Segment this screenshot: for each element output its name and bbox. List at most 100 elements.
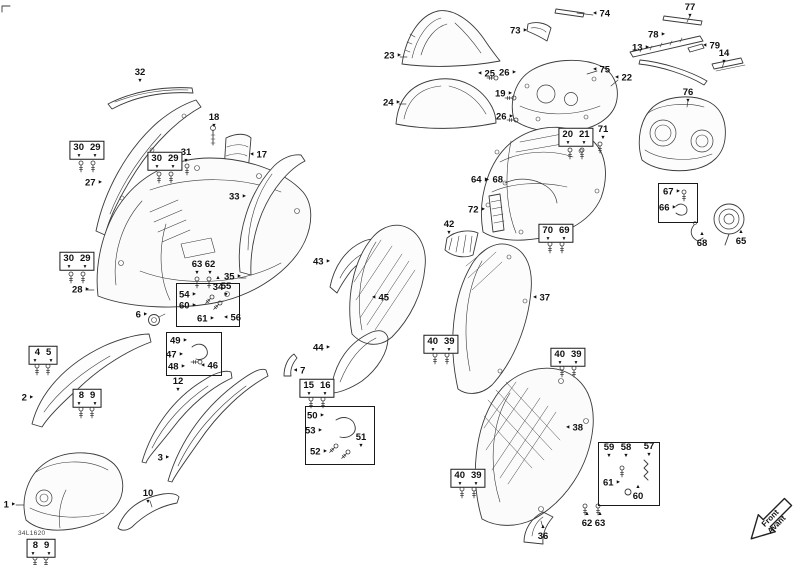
callout-arrow-right-icon: ► [395, 99, 402, 106]
callout-arrow-down-icon: ▼ [92, 152, 98, 159]
part-headlight-housing [639, 97, 725, 171]
callout-arrow-down-icon: ▼ [154, 163, 160, 170]
callout-number: 24 [382, 97, 394, 109]
callout-arrow-down-icon: ▼ [66, 263, 72, 270]
callout-arrow-right-icon: ► [671, 204, 678, 211]
callout-38: ◄38 [565, 423, 583, 433]
callout-arrow-up-icon: ▲ [584, 511, 590, 517]
callout-arrow-right-icon: ► [396, 52, 403, 59]
callout-arrow-down-icon: ▼ [358, 442, 364, 449]
callout-number: 52 [309, 446, 321, 458]
part-spring-65 [714, 204, 744, 245]
callout-arrow-left-icon: ◄ [248, 151, 255, 158]
callout-number: 54 [178, 289, 190, 301]
callout-number: 6 [135, 309, 141, 321]
callout-arrow-down-icon: ▼ [457, 480, 463, 487]
hardware-group-box [305, 406, 375, 465]
part-trim-77 [663, 16, 702, 25]
callout-number: 35 [223, 271, 235, 283]
callout-1: 1► [4, 500, 17, 510]
callout-47: 47► [166, 350, 184, 360]
callout-number: 40 [454, 469, 465, 481]
callout-26: 26► [499, 68, 517, 78]
callout-31: 31▼ [181, 148, 192, 164]
part-grille-42 [445, 231, 478, 257]
part-blade-3 [168, 369, 268, 482]
callout-number: 10 [142, 488, 154, 499]
callout-number: 44 [312, 342, 324, 354]
callout-number: 30 [151, 152, 162, 164]
callout-arrow-down-icon: ▼ [322, 390, 328, 397]
callout-arrow-down-icon: ▼ [30, 550, 36, 557]
callout-arrow-right-icon: ► [522, 27, 529, 34]
callout-number: 57 [643, 441, 655, 452]
callout-arrow-right-icon: ► [507, 90, 514, 97]
callout-arrow-down-icon: ▼ [473, 480, 479, 487]
callout-71: 71▼ [598, 125, 609, 141]
diagram-code: 34L1620 [18, 530, 46, 537]
callout-arrow-left-icon: ◄ [591, 10, 598, 17]
callout-50: 50► [307, 411, 325, 421]
callout-number: 46 [207, 360, 219, 372]
callout-arrow-down-icon: ▼ [183, 157, 189, 164]
callout-32: 32▼ [135, 68, 146, 84]
callout-number: 32 [134, 67, 146, 78]
part-trim-78-13 [630, 36, 707, 85]
callout-number: 30 [73, 141, 84, 153]
callout-number: 27 [84, 177, 96, 189]
callout-79: ◄79 [702, 41, 720, 51]
callout-arrow-down-icon: ▼ [194, 269, 200, 276]
part-trim-79 [688, 44, 704, 52]
callout-52: 52► [310, 447, 328, 457]
callout-arrow-down-icon: ▼ [76, 152, 82, 159]
callout-6: 6► [136, 310, 149, 320]
callout-arrow-right-icon: ► [209, 315, 216, 322]
callout-number: 26 [498, 67, 510, 79]
callout-arrow-right-icon: ► [511, 69, 518, 76]
callout-arrow-right-icon: ► [191, 291, 198, 298]
callout-number: 17 [256, 149, 268, 161]
callout-arrow-right-icon: ► [84, 286, 91, 293]
callout-arrow-right-icon: ► [180, 363, 187, 370]
callout-number: 18 [208, 112, 220, 123]
callout-arrow-right-icon: ► [319, 412, 326, 419]
callout-3: 3► [158, 453, 171, 463]
callout-73: 73► [510, 26, 528, 36]
callout-arrow-down-icon: ▼ [92, 400, 98, 407]
callout-arrow-up-icon: ▲ [635, 484, 641, 490]
callout-arrow-up-icon: ▲ [215, 275, 221, 281]
callout-44: 44► [313, 343, 331, 353]
callout-arrow-left-icon: ◄ [292, 367, 299, 374]
callout-number: 67 [662, 186, 674, 198]
callout-54: 54► [179, 290, 197, 300]
leader-lines [16, 13, 724, 528]
callout-number: 25 [484, 68, 496, 80]
callout-arrow-right-icon: ► [178, 351, 185, 358]
callout-number: 74 [599, 8, 611, 20]
callout-arrow-down-icon: ▼ [646, 451, 652, 458]
callout-arrow-right-icon: ► [241, 193, 248, 200]
hardware-group-box [598, 442, 660, 506]
callout-62: 62▼ [205, 260, 216, 276]
part-support-33 [239, 155, 305, 275]
range-arrow-icon: ► [483, 176, 491, 184]
hardware-group-box [658, 183, 698, 223]
callout-2: 2► [22, 393, 35, 403]
callout-arrow-down-icon: ▼ [82, 263, 88, 270]
callout-number: 72 [467, 204, 479, 216]
callout-number: 45 [378, 292, 390, 304]
callout-59: 59▼ [604, 443, 615, 459]
callout-17: ◄17 [249, 150, 267, 160]
callout-number: 40 [554, 348, 565, 360]
callout-number: 50 [306, 410, 318, 422]
callout-number: 3 [157, 452, 163, 464]
callout-number: 73 [509, 25, 521, 37]
callout-arrow-right-icon: ► [644, 44, 651, 51]
